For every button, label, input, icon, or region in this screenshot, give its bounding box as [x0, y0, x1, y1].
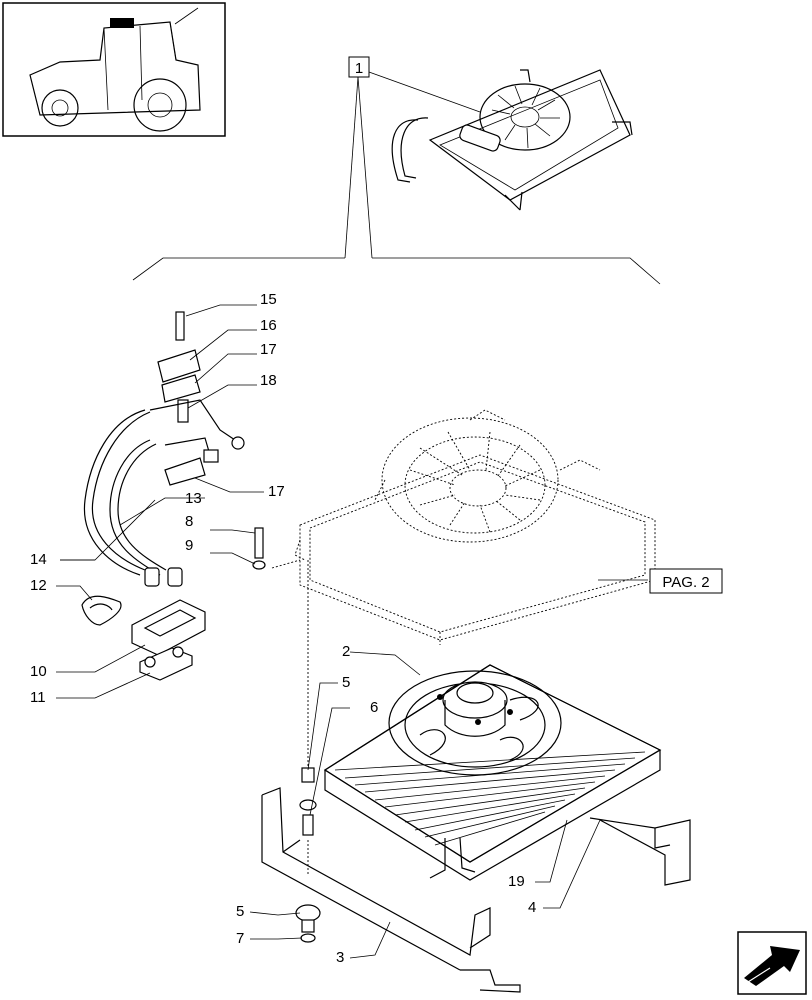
condenser-core — [323, 664, 662, 881]
callout-6: 6 — [370, 699, 378, 716]
callout-7: 7 — [236, 930, 244, 947]
next-page-arrow-icon[interactable] — [737, 931, 807, 995]
mounting-frame — [261, 787, 691, 993]
callout-5-bottom: 5 — [236, 903, 244, 920]
tractor-thumbnail-icon — [2, 2, 226, 137]
page-2-ref-label[interactable]: PAG. 2 — [662, 574, 709, 591]
callout-leaders — [56, 304, 648, 959]
grommet-parts — [81, 595, 206, 681]
page-2-ref-box[interactable] — [649, 568, 723, 594]
assembled-condenser-unit — [391, 69, 633, 211]
callout-8: 8 — [185, 513, 193, 530]
callout-18: 18 — [260, 372, 277, 389]
callout-10: 10 — [30, 663, 47, 680]
callout-15: 15 — [260, 291, 277, 308]
callout-2: 2 — [342, 643, 350, 660]
callout-17-bottom: 17 — [268, 483, 285, 500]
isolator-parts — [295, 767, 321, 943]
callout-5-top: 5 — [342, 674, 350, 691]
callout-14: 14 — [30, 551, 47, 568]
callout-4: 4 — [528, 899, 536, 916]
callout-17-top: 17 — [260, 341, 277, 358]
callout-9: 9 — [185, 537, 193, 554]
page-ref-group: 1 — [132, 56, 661, 285]
callout-11: 11 — [30, 689, 46, 706]
callout-19: 19 — [508, 873, 525, 890]
callout-13: 13 — [185, 490, 202, 507]
callout-16: 16 — [260, 317, 277, 334]
fan-assembly — [388, 670, 562, 776]
callout-3: 3 — [336, 949, 344, 966]
fan-shroud-reference — [271, 409, 656, 875]
page-ref-number: 1 — [355, 60, 363, 77]
pipe-assembly — [83, 311, 266, 587]
callout-12: 12 — [30, 577, 47, 594]
